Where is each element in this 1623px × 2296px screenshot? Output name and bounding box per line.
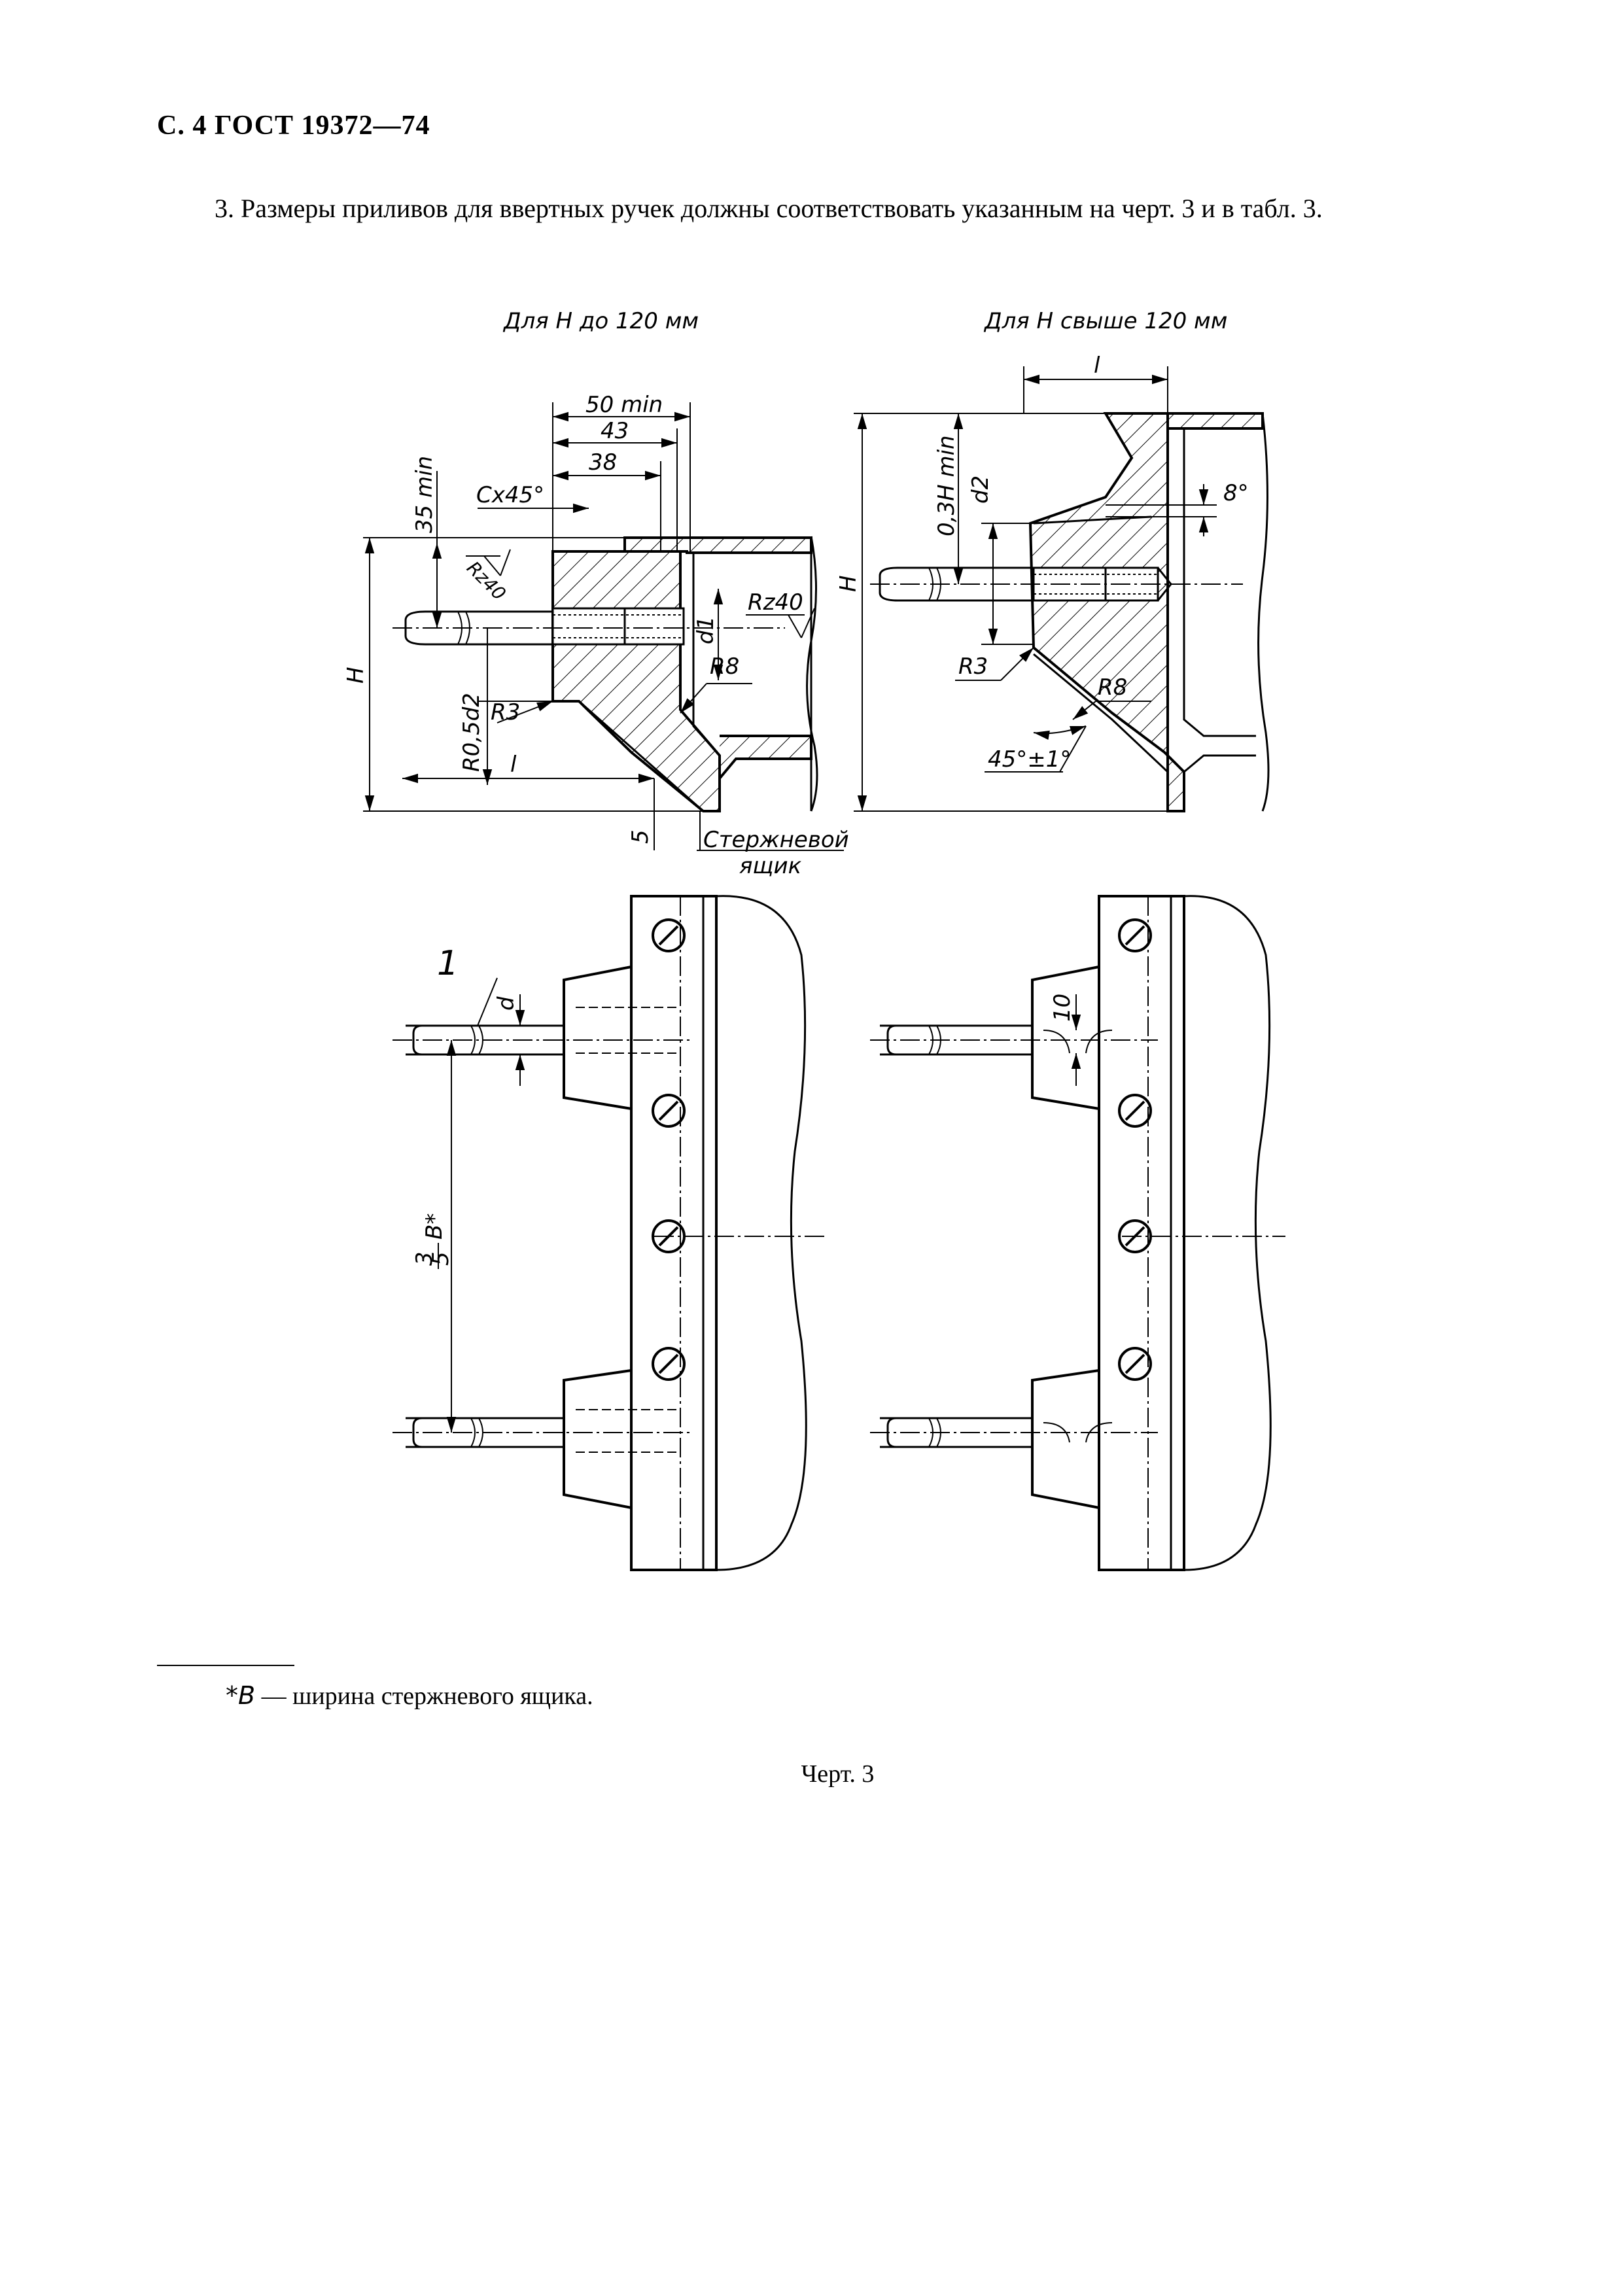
left-dim-labels: 50 min 43 38 Cx45° 35 min Rz40 Rz40 d1 R…	[343, 392, 849, 879]
right-dim-labels: l 0,3H min d2 8° H R3 R8 45°±1°	[835, 353, 1249, 773]
paragraph-3: 3. Размеры приливов для ввертных ручек д…	[215, 194, 1323, 223]
rz40-right: Rz40	[748, 589, 803, 616]
dim-03hmin: 0,3H min	[934, 435, 960, 536]
left-wall	[687, 551, 812, 811]
left-view-title: Для H до 120 мм	[502, 308, 699, 334]
left-section-view	[393, 536, 818, 812]
b-frac-den: 5	[428, 1251, 454, 1266]
right-section-view	[870, 412, 1270, 812]
footnote-rule	[157, 1665, 294, 1666]
right-bolt-1	[1118, 918, 1152, 952]
left-bottom-flange	[718, 735, 812, 780]
footnote-text: — ширина стержневого ящика.	[255, 1682, 593, 1710]
r3-left: R3	[491, 699, 520, 725]
right-bolt-4	[1118, 1347, 1152, 1381]
left-bolt-1	[652, 918, 686, 952]
chamfer-label: Cx45°	[476, 482, 544, 508]
angle-8: 8°	[1223, 480, 1249, 506]
core-box-label-2: ящик	[739, 853, 802, 879]
page-header: С. 4 ГОСТ 19372—74	[157, 111, 430, 141]
left-top-plate	[623, 536, 812, 554]
dim-35min: 35 min	[411, 456, 438, 533]
d1-label: d1	[693, 616, 719, 644]
plan-labels: 1 d 3 5 B* 10	[411, 944, 1075, 1269]
dim-5: 5	[627, 829, 654, 844]
l-right: l	[1094, 353, 1100, 379]
left-bolt-4	[652, 1347, 686, 1381]
right-view-title: Для H свыше 120 мм	[983, 308, 1227, 334]
footnote-mark: *B	[226, 1681, 256, 1710]
dim-43: 43	[601, 418, 629, 444]
item-1-label: 1	[437, 944, 459, 983]
d-label: d	[493, 996, 519, 1011]
b-sym: B*	[421, 1213, 447, 1240]
r05d2-label: R0,5d2	[459, 693, 485, 772]
d2-label: d2	[968, 476, 994, 504]
b-frac-num: 3	[411, 1251, 438, 1266]
right-bolt-2	[1118, 1094, 1152, 1128]
rz40-left: Rz40	[462, 557, 510, 605]
dim-38: 38	[589, 449, 617, 476]
left-plan-view	[393, 895, 828, 1571]
left-lug-hatch	[551, 550, 721, 812]
footnote: *B — ширина стержневого ящика.	[226, 1681, 593, 1711]
angle-45: 45°±1°	[988, 746, 1071, 773]
r3-right: R3	[958, 653, 988, 680]
dim-10: 10	[1049, 994, 1075, 1022]
core-box-label-1: Стержневой	[703, 827, 849, 853]
r8-left: R8	[710, 653, 739, 680]
r8-right: R8	[1098, 674, 1127, 701]
figure-caption: Черт. 3	[801, 1760, 875, 1788]
h-right: H	[835, 575, 862, 592]
dim-50min: 50 min	[585, 392, 663, 418]
left-dimensions	[363, 402, 844, 851]
l-left: l	[510, 752, 517, 778]
right-plan-view	[870, 895, 1285, 1571]
right-dimensions	[854, 366, 1217, 812]
h-left: H	[343, 667, 369, 684]
left-bolt-2	[652, 1094, 686, 1128]
